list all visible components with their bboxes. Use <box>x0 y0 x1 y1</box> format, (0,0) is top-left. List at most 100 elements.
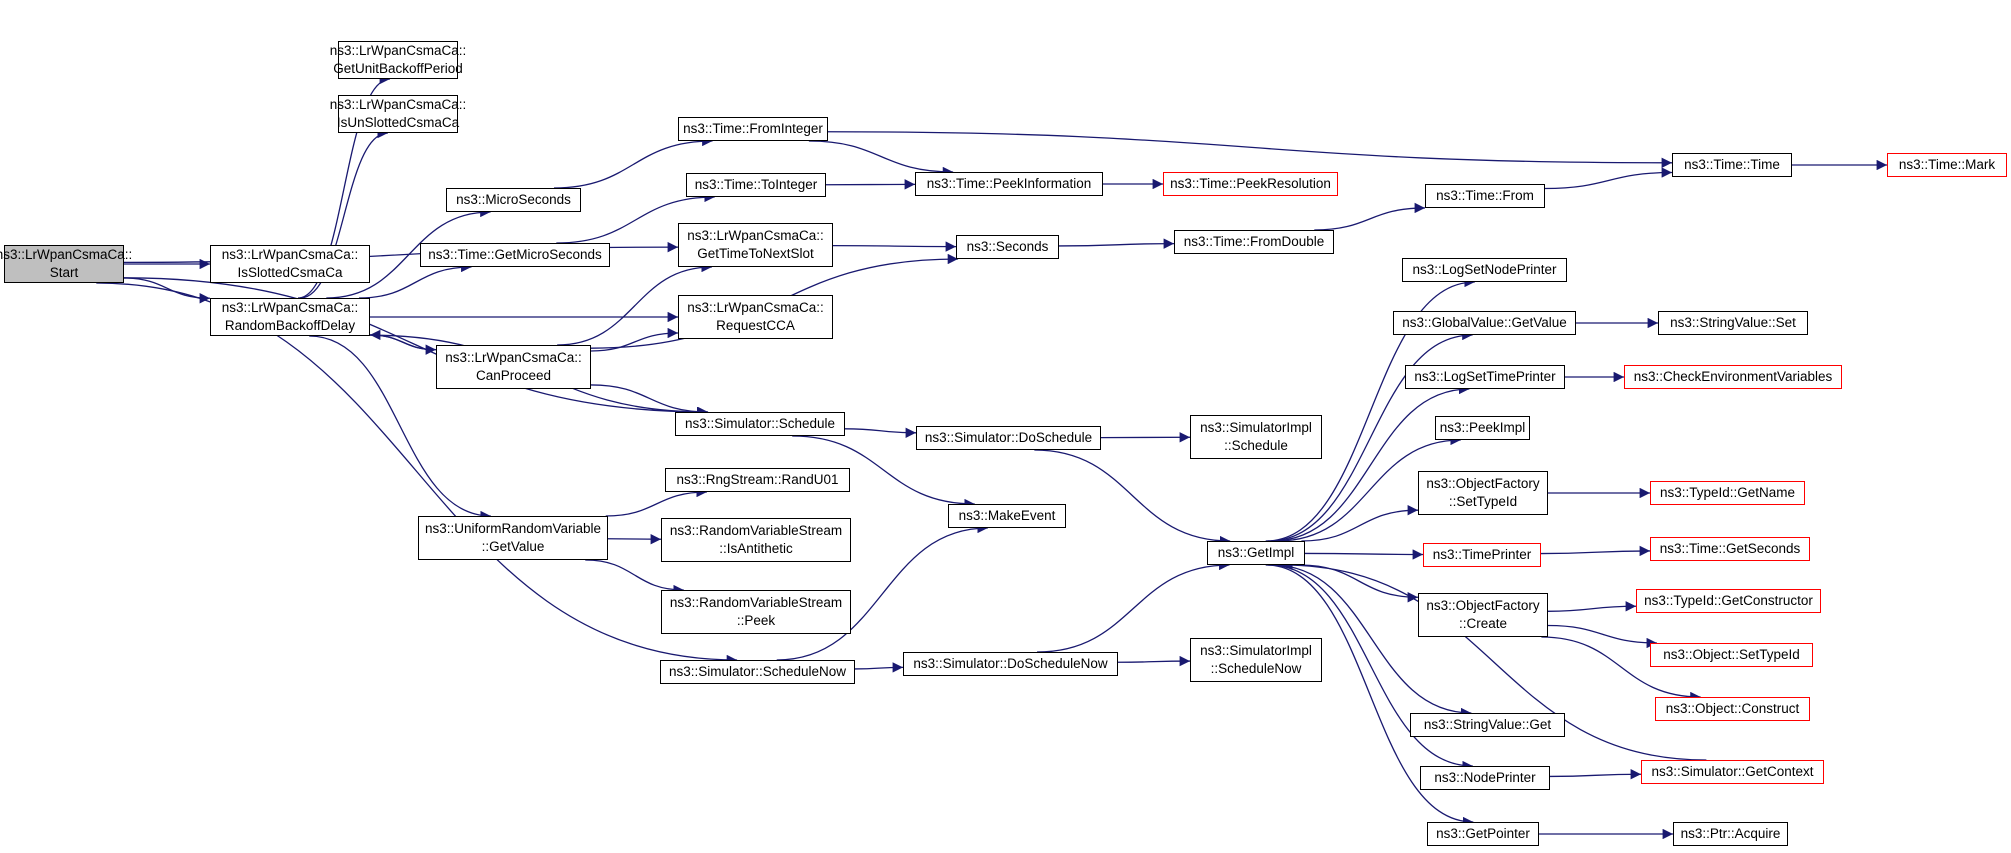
edge-getimpl-to-globalgetvalue <box>1267 329 1473 542</box>
node-label: ns3::GetImpl <box>1217 545 1295 560</box>
node-label: ns3::UniformRandomVariable ::GetValue <box>424 521 602 554</box>
node-logsettimeprinter[interactable]: ns3::LogSetTimePrinter <box>1405 365 1565 389</box>
node-label: ns3::ObjectFactory ::Create <box>1426 598 1540 631</box>
node-stringget[interactable]: ns3::StringValue::Get <box>1410 713 1565 737</box>
edge-getcontext-to-getimpl <box>1282 559 1707 761</box>
node-construct[interactable]: ns3::Object::Construct <box>1655 697 1810 721</box>
node-label: ns3::LrWpanCsmaCa:: Start <box>0 247 133 280</box>
node-label: ns3::CheckEnvironmentVariables <box>1633 369 1833 384</box>
edge-getimpl-to-factorycreate <box>1299 564 1419 603</box>
node-globalgetvalue[interactable]: ns3::GlobalValue::GetValue <box>1393 311 1576 335</box>
node-getpointer[interactable]: ns3::GetPointer <box>1427 822 1539 846</box>
node-factorycreate[interactable]: ns3::ObjectFactory ::Create <box>1418 593 1548 637</box>
node-implschedule[interactable]: ns3::SimulatorImpl ::Schedule <box>1190 415 1322 459</box>
node-timeprinter[interactable]: ns3::TimePrinter <box>1423 543 1541 567</box>
node-getmicroseconds[interactable]: ns3::Time::GetMicroSeconds <box>420 243 610 267</box>
edge-canproceed-to-randombackoff <box>369 329 437 351</box>
edge-getimpl-to-timeprinter <box>1304 549 1424 560</box>
edge-randombackoff-to-microseconds <box>326 206 491 299</box>
node-label: ns3::Time::GetSeconds <box>1659 541 1801 556</box>
node-seconds[interactable]: ns3::Seconds <box>956 235 1059 259</box>
node-label: ns3::Simulator::DoSchedule <box>924 430 1093 445</box>
node-frominteger[interactable]: ns3::Time::FromInteger <box>678 117 828 141</box>
node-label: ns3::RandomVariableStream ::IsAntithetic <box>669 523 843 556</box>
node-logsetnodeprinter[interactable]: ns3::LogSetNodePrinter <box>1402 258 1567 282</box>
node-label: ns3::Ptr::Acquire <box>1680 826 1781 841</box>
edge-randombackoff-to-getmicroseconds <box>358 261 472 299</box>
edge-fromdouble-to-from <box>1314 202 1426 231</box>
edge-getimpl-to-logsettimeprinter <box>1271 383 1470 542</box>
node-schedule[interactable]: ns3::Simulator::Schedule <box>675 412 845 436</box>
node-getimpl[interactable]: ns3::GetImpl <box>1207 541 1305 565</box>
edge-randombackoff-to-uniformgetvalue <box>309 335 491 522</box>
node-peekinformation[interactable]: ns3::Time::PeekInformation <box>915 172 1103 196</box>
edge-seconds-to-fromdouble <box>1058 238 1175 249</box>
node-getconstructor[interactable]: ns3::TypeId::GetConstructor <box>1636 589 1821 613</box>
node-from[interactable]: ns3::Time::From <box>1425 184 1545 208</box>
edge-schedule-to-doschedule <box>844 427 917 438</box>
node-isunslotted[interactable]: ns3::LrWpanCsmaCa:: IsUnSlottedCsmaCa <box>330 95 466 133</box>
node-label: ns3::Simulator::ScheduleNow <box>668 664 847 679</box>
node-label: ns3::GlobalValue::GetValue <box>1402 315 1567 330</box>
edge-doschedulenow-to-implschedulenow <box>1117 655 1191 667</box>
node-label: ns3::StringValue::Get <box>1423 717 1552 732</box>
edge-microseconds-to-frominteger <box>553 135 713 189</box>
node-peekimpl[interactable]: ns3::PeekImpl <box>1435 416 1530 440</box>
node-randu01[interactable]: ns3::RngStream::RandU01 <box>665 468 850 492</box>
node-label: ns3::LrWpanCsmaCa:: IsUnSlottedCsmaCa <box>329 97 467 130</box>
node-label: ns3::RngStream::RandU01 <box>676 472 839 487</box>
node-microseconds[interactable]: ns3::MicroSeconds <box>446 188 581 212</box>
node-acquire[interactable]: ns3::Ptr::Acquire <box>1673 822 1788 846</box>
node-canproceed[interactable]: ns3::LrWpanCsmaCa:: CanProceed <box>436 345 591 389</box>
node-randombackoff[interactable]: ns3::LrWpanCsmaCa:: RandomBackoffDelay <box>210 298 370 336</box>
node-label: ns3::LogSetTimePrinter <box>1414 369 1556 384</box>
node-getunitbackoff[interactable]: ns3::LrWpanCsmaCa:: GetUnitBackoffPeriod <box>330 41 466 79</box>
node-peek[interactable]: ns3::RandomVariableStream ::Peek <box>661 590 851 634</box>
node-implschedulenow[interactable]: ns3::SimulatorImpl ::ScheduleNow <box>1190 638 1322 682</box>
node-settypeid[interactable]: ns3::ObjectFactory ::SetTypeId <box>1418 471 1548 515</box>
edge-start-to-schedule <box>123 277 708 418</box>
node-isantithetic[interactable]: ns3::RandomVariableStream ::IsAntithetic <box>661 518 851 562</box>
node-mark[interactable]: ns3::Time::Mark <box>1887 153 2007 177</box>
node-requestcca[interactable]: ns3::LrWpanCsmaCa:: RequestCCA <box>678 295 833 339</box>
edge-getmicroseconds-to-tointeger <box>556 191 715 244</box>
edge-canproceed-to-requestcca <box>590 327 679 352</box>
node-doschedulenow[interactable]: ns3::Simulator::DoScheduleNow <box>903 652 1118 676</box>
node-label: ns3::LrWpanCsmaCa:: RandomBackoffDelay <box>221 300 359 333</box>
node-uniformgetvalue[interactable]: ns3::UniformRandomVariable ::GetValue <box>418 516 608 560</box>
edge-schedulenow-to-doschedulenow <box>854 662 904 673</box>
node-gettimetonextslot[interactable]: ns3::LrWpanCsmaCa:: GetTimeToNextSlot <box>678 223 833 267</box>
node-peekresolution[interactable]: ns3::Time::PeekResolution <box>1163 172 1338 196</box>
node-label: ns3::NodePrinter <box>1434 770 1536 785</box>
node-makeevent[interactable]: ns3::MakeEvent <box>948 504 1066 528</box>
node-label: ns3::Simulator::GetContext <box>1651 764 1814 779</box>
edge-frominteger-to-time <box>827 131 1673 168</box>
edge-randombackoff-to-getunitbackoff <box>297 73 391 299</box>
node-label: ns3::TypeId::GetName <box>1659 485 1796 500</box>
node-nodeprinter[interactable]: ns3::NodePrinter <box>1420 766 1550 790</box>
node-label: ns3::LrWpanCsmaCa:: GetUnitBackoffPeriod <box>329 43 467 76</box>
node-checkenv[interactable]: ns3::CheckEnvironmentVariables <box>1624 365 1842 389</box>
edge-schedulenow-to-makeevent <box>776 522 988 661</box>
node-tointeger[interactable]: ns3::Time::ToInteger <box>686 173 826 197</box>
edge-canproceed-to-schedule <box>590 384 709 418</box>
node-fromdouble[interactable]: ns3::Time::FromDouble <box>1174 230 1334 254</box>
node-start[interactable]: ns3::LrWpanCsmaCa:: Start <box>0 245 132 283</box>
node-isslotted[interactable]: ns3::LrWpanCsmaCa:: IsSlottedCsmaCa <box>210 245 370 283</box>
edge-doschedulenow-to-getimpl <box>1037 559 1230 653</box>
node-objsettypeid[interactable]: ns3::Object::SetTypeId <box>1650 643 1813 667</box>
node-doschedule[interactable]: ns3::Simulator::DoSchedule <box>916 426 1101 450</box>
node-label: ns3::MakeEvent <box>958 508 1056 523</box>
edge-uniformgetvalue-to-randu01 <box>605 486 707 517</box>
edge-getimpl-to-settypeid <box>1301 504 1419 542</box>
node-typeidgetname[interactable]: ns3::TypeId::GetName <box>1650 481 1805 505</box>
node-label: ns3::RandomVariableStream ::Peek <box>669 595 843 628</box>
node-timegetseconds[interactable]: ns3::Time::GetSeconds <box>1650 537 1810 561</box>
node-label: ns3::Object::SetTypeId <box>1663 647 1800 662</box>
node-stringset[interactable]: ns3::StringValue::Set <box>1658 311 1808 335</box>
node-schedulenow[interactable]: ns3::Simulator::ScheduleNow <box>660 660 855 684</box>
node-label: ns3::GetPointer <box>1436 826 1530 841</box>
node-getcontext[interactable]: ns3::Simulator::GetContext <box>1641 760 1824 784</box>
edge-uniformgetvalue-to-peek <box>585 559 684 596</box>
node-time[interactable]: ns3::Time::Time <box>1672 153 1792 177</box>
